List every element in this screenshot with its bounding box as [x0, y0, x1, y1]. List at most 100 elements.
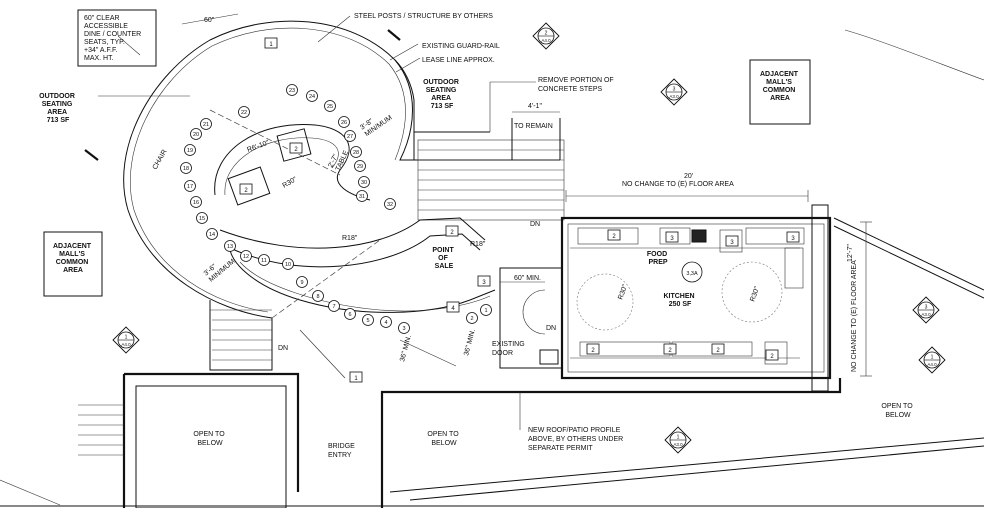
- seat: 6: [344, 308, 356, 320]
- turning-radius: [721, 261, 783, 323]
- outdoor-seating-boundary: [123, 20, 420, 319]
- seat: 22: [238, 106, 250, 118]
- outdoor-seating-right: OUTDOOR SEATING AREA 713 SF: [423, 79, 461, 110]
- radius-18-a: R18": [342, 235, 358, 242]
- stair-dn: DN: [530, 221, 540, 228]
- open-to-below-1: OPEN TO BELOW: [193, 431, 226, 447]
- outdoor-seating-left: OUTDOOR SEATING AREA 713 SF: [39, 93, 77, 124]
- seat: 3: [398, 322, 410, 334]
- inner-bar-counter: [214, 123, 371, 201]
- entry-vestibule: [499, 267, 563, 369]
- seat: 15: [196, 212, 208, 224]
- seat: 1: [480, 304, 492, 316]
- radius-30-c: R30": [749, 285, 761, 302]
- seat: 5: [362, 314, 374, 326]
- seat: 31: [356, 190, 368, 202]
- seat-number: 30: [361, 180, 367, 186]
- section-marker: 3A3.0: [912, 296, 940, 324]
- marker-flag: [84, 149, 99, 161]
- seat-number: 29: [357, 164, 363, 170]
- svg-text:3: 3: [791, 236, 795, 242]
- marker-number: 1: [125, 335, 128, 341]
- marker-sheet: A3.0: [921, 312, 931, 317]
- seat-number: 32: [387, 202, 393, 208]
- radius-30-a: R30": [282, 176, 299, 190]
- food-prep: FOOD PREP: [647, 251, 669, 266]
- seat-number: 9: [300, 280, 303, 286]
- to-remain-note: TO REMAIN: [514, 123, 553, 130]
- seat-number: 13: [227, 244, 233, 250]
- marker-number: 3: [673, 87, 676, 93]
- seat: 10: [282, 258, 294, 270]
- kitchen-label: KITCHEN 250 SF: [663, 293, 696, 308]
- seat-number: 7: [332, 304, 335, 310]
- seating-note: 60" CLEAR ACCESSIBLE DINE / COUNTER SEAT…: [84, 15, 143, 62]
- svg-text:2: 2: [294, 147, 298, 153]
- marker-number: 3: [925, 305, 928, 311]
- seat-number: 21: [203, 122, 209, 128]
- remove-steps-note: REMOVE PORTION OF CONCRETE STEPS: [538, 77, 616, 93]
- outdoor-seating-boundary-inner: [130, 27, 406, 313]
- leader-lines: [98, 15, 536, 430]
- radius-30-b: R30": [617, 283, 629, 300]
- equipment-tag: 3: [665, 231, 679, 243]
- open-to-below-3: OPEN TO BELOW: [881, 403, 914, 419]
- seat: 24: [306, 90, 318, 102]
- seat-number: 25: [327, 104, 333, 110]
- marker-number: 1: [931, 355, 934, 361]
- seat: 32: [384, 198, 396, 210]
- lease-line-note: LEASE LINE APPROX.: [422, 57, 495, 64]
- dim-4-1: 4'-1": [528, 103, 542, 110]
- equipment-tag: 2: [711, 343, 725, 355]
- seat: 17: [184, 180, 196, 192]
- dim-60-min: 60" MIN.: [514, 275, 541, 282]
- equipment-tag: 2: [289, 142, 303, 154]
- equipment-tag: 2: [239, 183, 253, 195]
- svg-text:2: 2: [612, 234, 616, 240]
- adjacent-right-box: [749, 59, 811, 125]
- seat: 20: [190, 128, 202, 140]
- adjacent-mall-right: ADJACENT MALL'S COMMON AREA: [760, 71, 800, 102]
- svg-text:3,3A: 3,3A: [686, 271, 698, 277]
- radius-6-10: R6'-10": [246, 139, 270, 154]
- no-change-side: NO CHANGE TO (E) FLOOR AREA: [851, 260, 858, 372]
- seat: 19: [184, 144, 196, 156]
- new-roof-note: NEW ROOF/PATIO PROFILE ABOVE, BY OTHERS …: [528, 427, 625, 452]
- dim-3-6-min: 3'-6" MIN/MUM: [203, 252, 237, 284]
- svg-text:3: 3: [670, 236, 674, 242]
- bridge-entry: BRIDGE ENTRY: [328, 443, 357, 459]
- adjacent-left-box: [43, 231, 103, 297]
- seat-number: 15: [199, 216, 205, 222]
- adjacent-mall-left: ADJACENT MALL'S COMMON AREA: [53, 243, 93, 274]
- seat: 23: [286, 84, 298, 96]
- chair-label: CHAIR: [152, 149, 169, 171]
- svg-text:2: 2: [668, 348, 672, 354]
- seat-number: 14: [209, 232, 215, 238]
- door-dn: DN: [546, 325, 556, 332]
- no-change-top: NO CHANGE TO (E) FLOOR AREA: [622, 181, 734, 188]
- svg-text:2: 2: [450, 230, 454, 236]
- svg-text:3: 3: [482, 280, 486, 286]
- seat: 12: [240, 250, 252, 262]
- guard-rail: [394, 59, 560, 161]
- point-of-sale: POINT OF SALE: [432, 247, 455, 270]
- seat: 21: [200, 118, 212, 130]
- seat: 14: [206, 228, 218, 240]
- seat-number: 31: [359, 194, 365, 200]
- seat-number: 12: [243, 254, 249, 260]
- dim-36-min-b: 36" MIN.: [463, 329, 477, 357]
- equipment-tag: 4: [446, 301, 460, 313]
- radius-18-b: R18": [470, 241, 486, 248]
- seat-number: 17: [187, 184, 193, 190]
- svg-text:1: 1: [269, 42, 273, 48]
- section-marker: 1A4.0: [918, 346, 946, 374]
- dim-12-7: 12'-7": [847, 244, 854, 262]
- open-to-below-2: OPEN TO BELOW: [427, 431, 460, 447]
- seat: 2: [466, 312, 478, 324]
- svg-text:3: 3: [730, 240, 734, 246]
- marker-number: 2: [545, 31, 548, 37]
- steel-posts-note: STEEL POSTS / STRUCTURE BY OTHERS: [354, 13, 493, 20]
- seat-number: 26: [341, 120, 347, 126]
- guard-rail-note: EXISTING GUARD-RAIL: [422, 43, 500, 50]
